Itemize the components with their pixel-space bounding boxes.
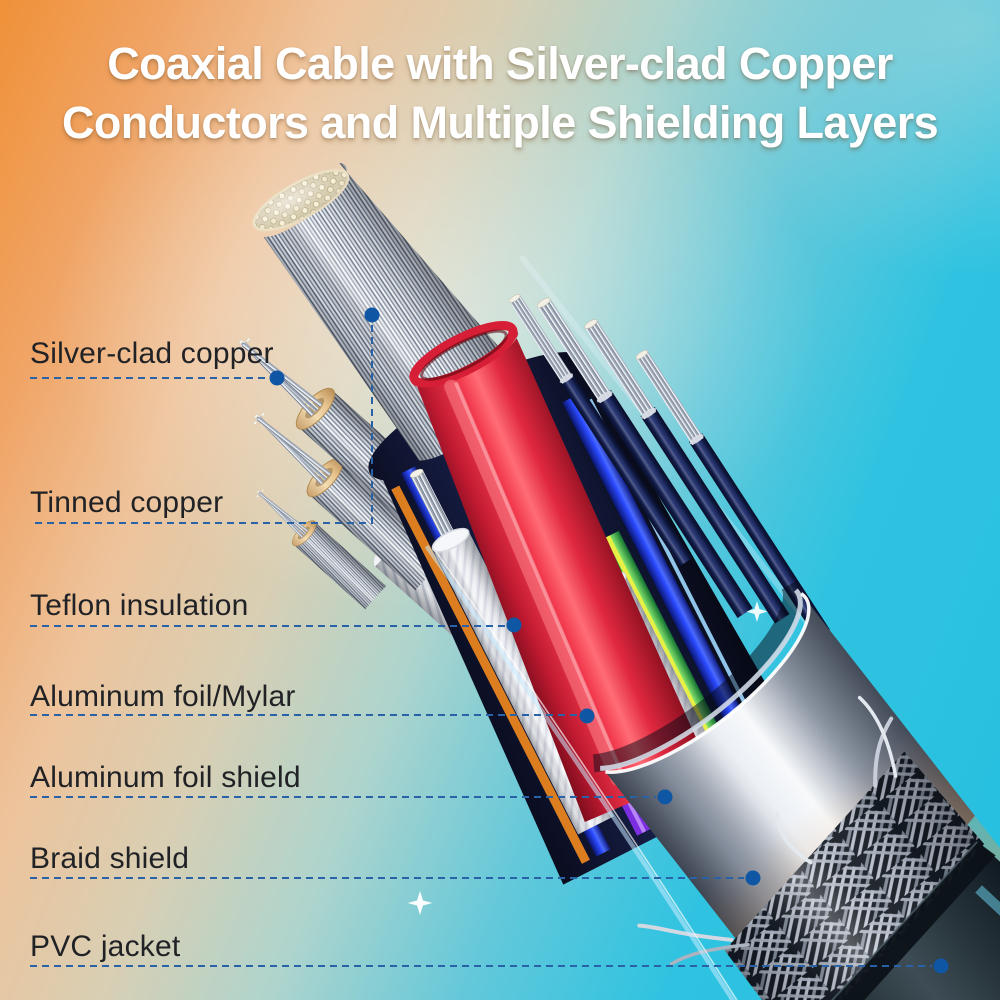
- callout-dot: [933, 958, 949, 974]
- poster-title: Coaxial Cable with Silver-clad Copper Co…: [0, 34, 1000, 152]
- label-tinned-copper: Tinned copper: [30, 486, 224, 519]
- label-aluminum-foil-shield: Aluminum foil shield: [30, 761, 301, 794]
- callout-tinned-copper: [30, 307, 380, 524]
- title-line-2: Conductors and Multiple Shielding Layers: [61, 97, 939, 148]
- callout-silver-clad-copper: [30, 370, 285, 386]
- callout-dot: [745, 870, 761, 886]
- conductor-cut-face: [252, 169, 350, 232]
- red-insulation: [409, 321, 711, 823]
- callout-line: [30, 325, 373, 524]
- blue-wire: [562, 393, 771, 777]
- callout-dot: [579, 708, 595, 724]
- pvc-jacket-lip: [788, 841, 1000, 1000]
- callout-aluminum-foil-mylar: [30, 708, 595, 724]
- callout-teflon-insulation: [30, 617, 522, 633]
- label-silver-clad-copper: Silver-clad copper: [30, 337, 274, 370]
- callout-braid-shield: [30, 870, 761, 886]
- braid-shield-layer: [637, 695, 985, 1000]
- callout-aluminum-foil-shield: [30, 789, 673, 805]
- label-teflon-insulation: Teflon insulation: [30, 589, 249, 622]
- label-pvc-jacket: PVC jacket: [30, 930, 181, 963]
- edge-glow-streak: [435, 551, 871, 1000]
- callout-dot: [506, 617, 522, 633]
- orange-wire-stripe: [391, 485, 590, 864]
- edge-glow-streak: [424, 544, 880, 1000]
- title-line-1: Coaxial Cable with Silver-clad Copper: [107, 38, 893, 89]
- label-braid-shield: Braid shield: [30, 842, 190, 875]
- callout-dot: [364, 307, 380, 323]
- sparkles: [407, 601, 768, 915]
- callout-dot: [269, 370, 285, 386]
- callout-pvc-jacket: [30, 958, 949, 974]
- callout-dot: [657, 789, 673, 805]
- label-aluminum-foil-mylar: Aluminum foil/Mylar: [30, 680, 296, 713]
